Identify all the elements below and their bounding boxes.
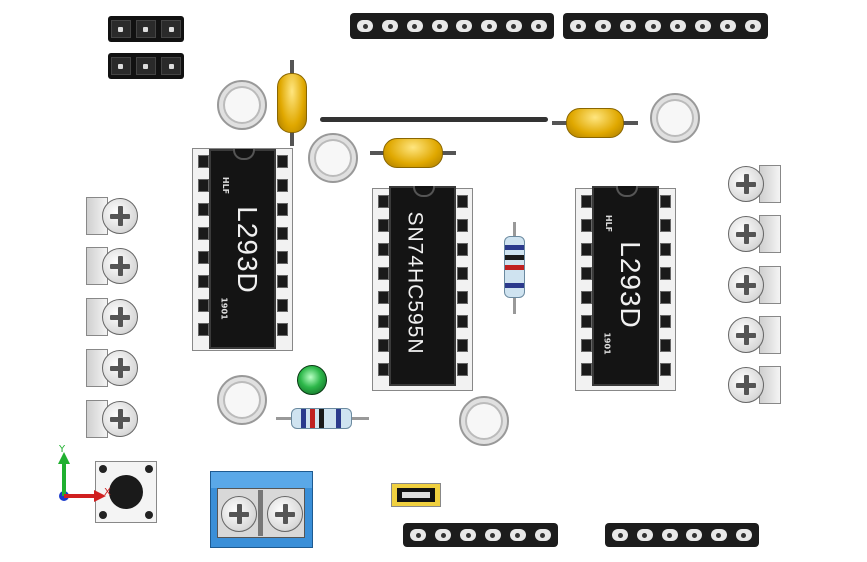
ic-middle-label: SN74HC595N (403, 211, 427, 355)
mounting-hole-1 (217, 80, 267, 130)
pin-header-top-left-1 (108, 16, 184, 42)
jumper-wire (320, 117, 548, 122)
mounting-hole-3 (650, 93, 700, 143)
ic-right-label: L293D (614, 241, 646, 329)
ic-left-mark: HLF (221, 176, 231, 195)
ic-right-l293d: L293D HLF 1901 (575, 186, 676, 391)
screw-left-2 (102, 248, 138, 284)
terminal-screw-1 (221, 496, 257, 532)
ic-left-label: L293D (231, 206, 263, 294)
screw-right-5 (728, 367, 764, 403)
screw-right-3 (728, 267, 764, 303)
resistor-vertical (504, 236, 525, 298)
jumper-cap[interactable] (391, 483, 441, 507)
screw-left-4 (102, 350, 138, 386)
female-header-bottom-1 (403, 523, 558, 547)
capacitor-1 (277, 73, 307, 133)
screw-left-1 (102, 198, 138, 234)
axis-x-label: X (104, 487, 111, 498)
ic-left-l293d: L293D HLF 1901 (192, 148, 293, 351)
axis-triad-icon: Y X (58, 444, 111, 502)
screw-right-1 (728, 166, 764, 202)
mounting-hole-5 (459, 396, 509, 446)
led-green (297, 365, 327, 395)
pin-header-top-left-2 (108, 53, 184, 79)
mounting-hole-4 (217, 375, 267, 425)
terminal-screw-2 (267, 496, 303, 532)
screw-left-5 (102, 401, 138, 437)
mounting-hole-2 (308, 133, 358, 183)
ic-right-code: 1901 (602, 332, 612, 355)
resistor-horizontal (291, 408, 352, 429)
push-button[interactable] (95, 461, 157, 523)
terminal-block (210, 471, 313, 548)
screw-right-2 (728, 216, 764, 252)
screw-right-4 (728, 317, 764, 353)
ic-right-mark: HLF (604, 214, 614, 233)
axis-y-label: Y (58, 444, 66, 455)
ic-middle-sn74hc595n: SN74HC595N (372, 186, 473, 391)
female-header-top-2 (563, 13, 768, 39)
ic-left-code: 1901 (219, 297, 229, 320)
female-header-bottom-2 (605, 523, 759, 547)
capacitor-3 (566, 108, 624, 138)
screw-left-3 (102, 299, 138, 335)
capacitor-2 (383, 138, 443, 168)
female-header-top-1 (350, 13, 554, 39)
